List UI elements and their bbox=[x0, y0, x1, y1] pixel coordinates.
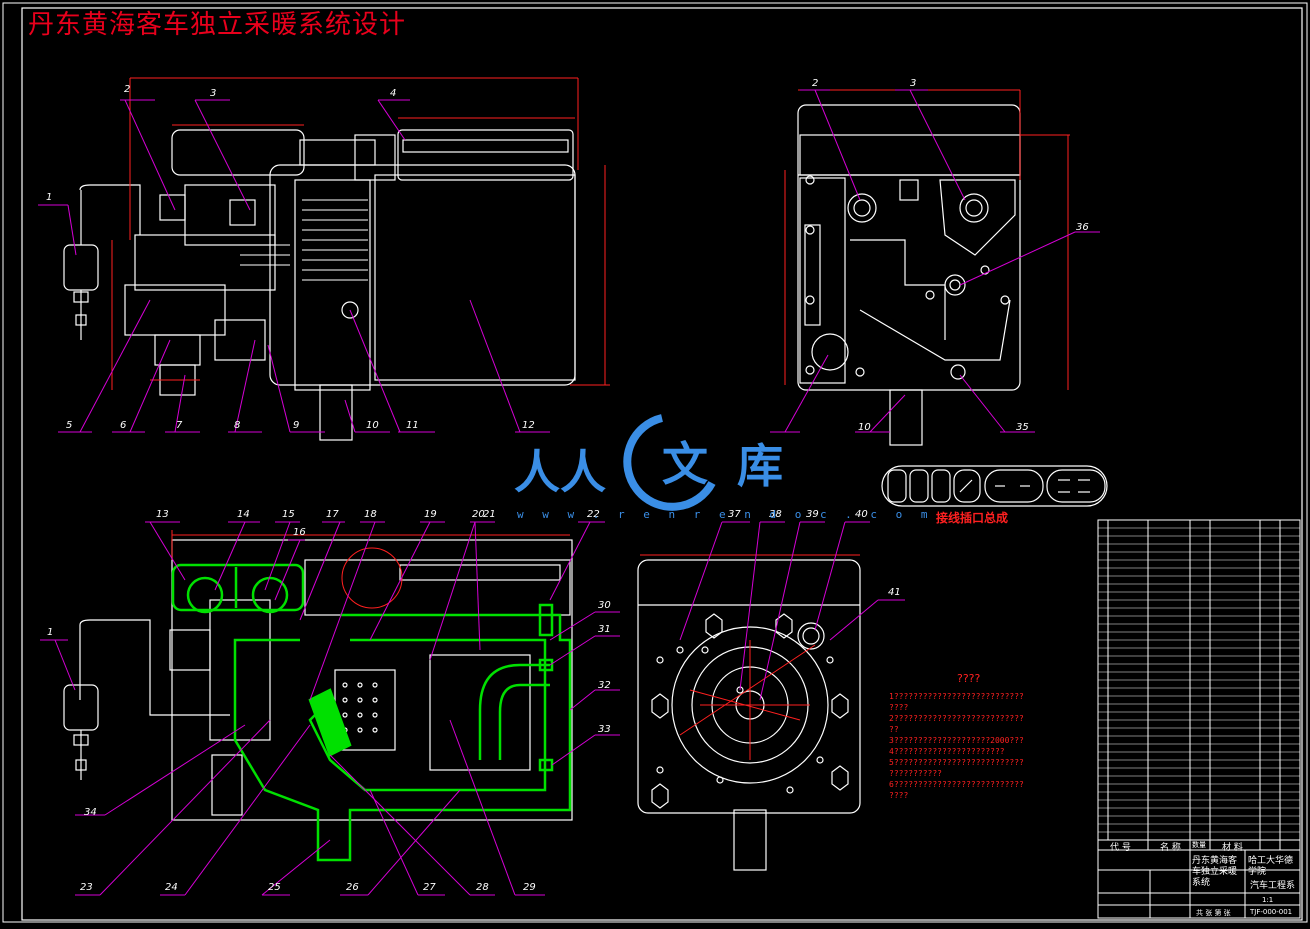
technical-note-line: ???? bbox=[889, 703, 909, 712]
technical-note-line: ???? bbox=[889, 791, 909, 800]
bom-rows bbox=[1098, 527, 1300, 833]
technical-notes-title: ???? bbox=[957, 672, 981, 685]
view-bottom-plan bbox=[637, 559, 861, 871]
part-callout-number: 30 bbox=[598, 600, 611, 611]
technical-note-line: 2??????????????????????????? bbox=[889, 714, 1024, 723]
part-callout-number: 3 bbox=[910, 78, 917, 89]
part-callout-number: 2 bbox=[812, 78, 819, 89]
connector-caption: 接线插口总成 bbox=[936, 511, 1009, 525]
view-side-elevation bbox=[63, 129, 576, 441]
title-block-project: 丹东黄海客车独立采暖系统 bbox=[1192, 856, 1238, 888]
connector-assembly bbox=[881, 465, 1108, 507]
technical-note-line: ??????????? bbox=[889, 769, 942, 778]
part-callout-number: 14 bbox=[237, 509, 250, 520]
part-callout-number: 35 bbox=[1016, 422, 1029, 433]
part-callout-number: 8 bbox=[234, 420, 241, 431]
part-callout-number: 25 bbox=[268, 882, 281, 893]
part-callout-number: 12 bbox=[522, 420, 535, 431]
bom-header-code: 代 号 bbox=[1110, 843, 1131, 853]
part-callout-number: 9 bbox=[293, 420, 300, 431]
part-callout-number: 24 bbox=[165, 882, 178, 893]
watermark-circle-text: 文 bbox=[662, 437, 708, 491]
part-callout-number: 15 bbox=[282, 509, 295, 520]
technical-note-line: ?? bbox=[889, 725, 899, 734]
part-callout-number: 40 bbox=[855, 509, 868, 520]
technical-note-line: 1??????????????????????????? bbox=[889, 692, 1024, 701]
part-callout-number: 34 bbox=[84, 807, 97, 818]
part-callout-number: 6 bbox=[120, 420, 127, 431]
part-callout-number: 41 bbox=[888, 587, 901, 598]
part-callout-number: 28 bbox=[476, 882, 489, 893]
part-callout-number: 10 bbox=[366, 420, 379, 431]
bom-header-material: 材 料 bbox=[1222, 843, 1243, 853]
part-callout-number: 19 bbox=[424, 509, 437, 520]
dimensions-section bbox=[171, 530, 570, 560]
centerlines-bottom bbox=[640, 554, 860, 760]
watermark-right-text: 库 bbox=[737, 439, 783, 493]
title-block-scale: 1:1 bbox=[1262, 896, 1274, 904]
technical-note-line: 6??????????????????????????? bbox=[889, 780, 1024, 789]
part-callout-number: 32 bbox=[598, 680, 611, 691]
part-callout-number: 18 bbox=[364, 509, 377, 520]
dimensions-side bbox=[111, 77, 610, 390]
technical-note-line: 4??????????????????????? bbox=[889, 747, 1005, 756]
bom-header-qty: 数量 bbox=[1192, 841, 1206, 849]
title-block-drawing-no: TJF-000-001 bbox=[1250, 908, 1293, 916]
technical-note-line: 5??????????????????????????? bbox=[889, 758, 1024, 767]
title-block-department: 汽车工程系 bbox=[1250, 881, 1296, 891]
part-callout-number: 13 bbox=[156, 509, 169, 520]
part-callout-number: 1 bbox=[46, 192, 53, 203]
part-callout-number: 36 bbox=[1076, 222, 1089, 233]
part-callout-number: 10 bbox=[858, 422, 871, 433]
title-block-sheet: 共 张 第 张 bbox=[1196, 909, 1231, 917]
watermark-url: w w w . r e n r e n d o c . c o m bbox=[517, 508, 934, 521]
part-callout-number: 5 bbox=[66, 420, 73, 431]
part-callout-number: 20 bbox=[472, 509, 485, 520]
leaders-section bbox=[40, 521, 620, 896]
inner-frame bbox=[21, 7, 1303, 921]
part-callout-number: 11 bbox=[406, 420, 419, 431]
watermark-logo: 人人 文 库 bbox=[512, 398, 802, 528]
part-callout-number: 23 bbox=[80, 882, 93, 893]
leaders-side bbox=[38, 99, 550, 433]
part-callout-number: 1 bbox=[47, 627, 54, 638]
leaders-bottom bbox=[679, 521, 905, 701]
part-callout-number: 29 bbox=[523, 882, 536, 893]
part-callout-number: 33 bbox=[598, 724, 611, 735]
technical-note-line: 3????????????????????2000??? bbox=[889, 736, 1024, 745]
view-end-elevation bbox=[797, 104, 1021, 446]
leaders-end bbox=[770, 89, 1100, 433]
watermark-left-text: 人人 bbox=[514, 445, 606, 499]
title-block-school: 哈工大华德学院 bbox=[1248, 856, 1294, 877]
part-callout-number: 4 bbox=[390, 88, 397, 99]
part-callout-number: 38 bbox=[769, 509, 782, 520]
drawing-title: 丹东黄海客车独立采暖系统设计 bbox=[28, 10, 407, 40]
part-callout-number: 7 bbox=[176, 420, 183, 431]
view-section bbox=[63, 539, 573, 862]
part-callout-number: 17 bbox=[326, 509, 339, 520]
part-callout-number: 21 bbox=[483, 509, 496, 520]
watermark-circle-icon bbox=[623, 414, 716, 511]
part-callout-number: 27 bbox=[423, 882, 436, 893]
part-callout-number: 26 bbox=[346, 882, 359, 893]
part-callout-number: 16 bbox=[293, 527, 306, 538]
part-callout-number: 37 bbox=[728, 509, 741, 520]
bom-header-name: 名 称 bbox=[1160, 843, 1181, 853]
part-callout-number: 3 bbox=[210, 88, 217, 99]
part-callout-number: 31 bbox=[598, 624, 611, 635]
part-callout-number: 22 bbox=[587, 509, 600, 520]
part-callout-number: 2 bbox=[124, 84, 131, 95]
part-callout-number: 39 bbox=[806, 509, 819, 520]
